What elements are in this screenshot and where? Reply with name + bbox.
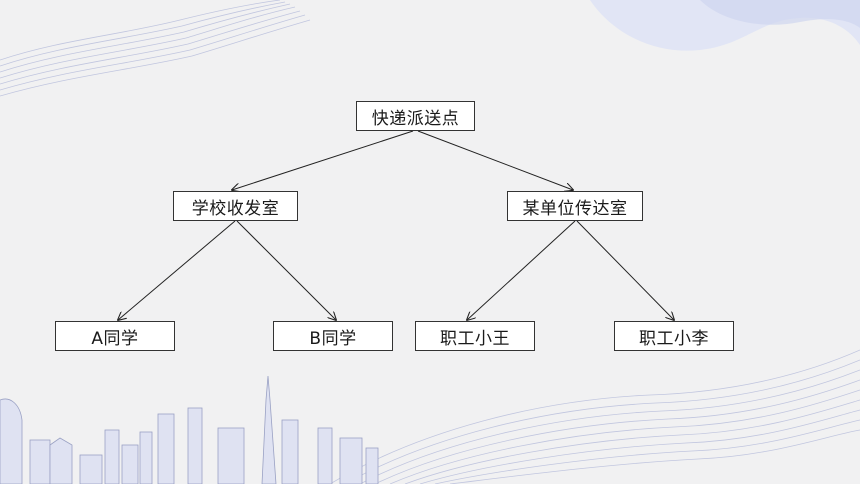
city-skyline — [0, 375, 379, 484]
bottom-right-wave-lines — [329, 349, 860, 484]
top-left-wave-lines — [0, 0, 311, 97]
node-unit-reception: 某单位传达室 — [507, 191, 643, 221]
node-delivery-point: 快递派送点 — [356, 101, 475, 131]
node-student-a: A同学 — [55, 321, 175, 351]
node-staff-wang: 职工小王 — [415, 321, 535, 351]
node-staff-li: 职工小李 — [614, 321, 734, 351]
node-student-b: B同学 — [273, 321, 393, 351]
node-school-mailroom: 学校收发室 — [173, 191, 298, 221]
